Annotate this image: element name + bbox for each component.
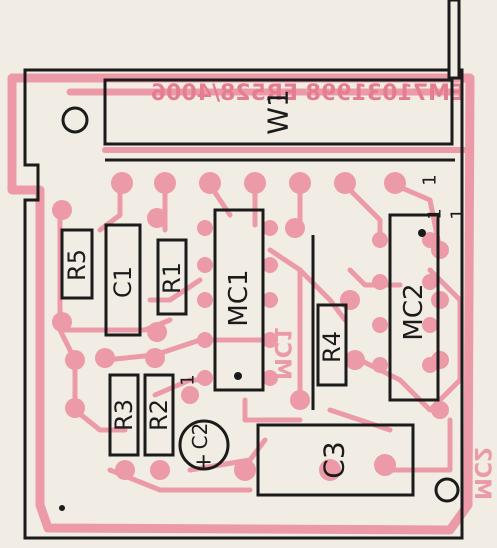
mc1-ghost-label: MC1: [269, 327, 294, 380]
pad: [422, 274, 438, 290]
silkscreen-layer: [23, 0, 464, 540]
r4-body: [316, 303, 348, 387]
w1-jumper-wire: [447, 0, 461, 80]
pad: [372, 357, 388, 373]
mc2-pin1-dot: [418, 229, 426, 237]
pad: [422, 232, 438, 248]
pad: [374, 454, 396, 476]
pad: [234, 459, 256, 481]
trace: [187, 437, 268, 473]
pad: [65, 350, 85, 370]
pad: [52, 312, 72, 332]
r3-label: R3: [110, 399, 138, 431]
pad: [197, 257, 213, 273]
trace: [242, 397, 303, 423]
pad: [422, 317, 438, 333]
pad: [145, 348, 165, 368]
pad: [262, 220, 278, 236]
pad: [422, 357, 438, 373]
pad: [115, 460, 135, 480]
pad: [244, 172, 266, 194]
pad: [289, 172, 311, 194]
r5-body: [60, 228, 94, 300]
trace: [102, 337, 273, 363]
pad: [431, 291, 449, 309]
pad: [147, 322, 167, 342]
c2-body: [178, 419, 230, 471]
pad: [147, 208, 167, 228]
w1-label: W1: [262, 89, 295, 135]
pad: [431, 401, 449, 419]
c1-body: [104, 223, 142, 337]
board-outline: [23, 68, 464, 540]
mounting-hole: [61, 106, 89, 134]
mc1-pin1-dot: [234, 372, 242, 380]
pad: [197, 370, 213, 386]
r5-label: R5: [63, 249, 91, 281]
r4-label: R4: [318, 331, 346, 363]
trace: [267, 247, 348, 323]
pad: [262, 370, 278, 386]
pad: [262, 257, 278, 273]
trace: [342, 182, 383, 243]
c3-body: [256, 423, 415, 497]
r2-body: [143, 373, 175, 457]
mounting-hole: [434, 477, 460, 503]
pad: [95, 348, 115, 368]
pad: [197, 332, 213, 348]
pad: [285, 218, 305, 238]
pad: [197, 220, 213, 236]
pad: [197, 292, 213, 308]
board-corner-dot: [59, 505, 65, 511]
pad: [52, 200, 72, 220]
trace: [382, 417, 453, 473]
c3-label: C3: [318, 441, 351, 478]
mc2-ghost-label: MC2: [469, 447, 494, 500]
pad: [262, 292, 278, 308]
pad: [181, 386, 199, 404]
pad: [65, 398, 85, 418]
pad: [372, 317, 388, 333]
w1-connector-body: [103, 78, 454, 146]
mc2-label: MC2: [399, 283, 429, 340]
trace: [427, 267, 463, 413]
pad: [372, 274, 388, 290]
pad: [384, 172, 406, 194]
copper-pads: [52, 172, 449, 481]
mc2-body: [388, 213, 440, 402]
pad: [150, 460, 170, 480]
r1-body: [156, 238, 188, 316]
pad: [290, 390, 310, 410]
trace: [357, 357, 433, 413]
mc2-pin1-label: 1: [425, 208, 446, 219]
trace: [347, 267, 403, 288]
pad: [340, 290, 360, 310]
mc1-pin1-label: 1: [178, 374, 199, 385]
mirrored-board-code: EM71031998 ER528/4006: [151, 81, 465, 106]
component-labels: W1 R5 C1 R1 MC1 MC2 R4 R3 R2 C2 + C3 1 1…: [63, 89, 469, 478]
c2-label: C2: [188, 423, 212, 450]
pad: [199, 172, 221, 194]
trace: [327, 407, 393, 433]
w1-pin1-label-b: 1: [448, 208, 469, 219]
mc1-label: MC1: [224, 269, 254, 326]
r2-label: R2: [145, 399, 173, 431]
c2-polarity: +: [192, 453, 217, 471]
trace: [72, 357, 128, 433]
pad: [154, 172, 176, 194]
c1-label: C1: [109, 266, 137, 298]
pad: [334, 172, 356, 194]
r1-label: R1: [158, 262, 186, 294]
ground-trace: [7, 73, 475, 535]
mc1-body: [213, 208, 265, 392]
r3-body: [108, 373, 140, 457]
pad: [262, 332, 278, 348]
w1-pin1-label: 1: [420, 174, 441, 185]
pad: [345, 350, 365, 370]
pad: [111, 172, 133, 194]
pad: [319, 459, 341, 481]
pad: [372, 232, 388, 248]
